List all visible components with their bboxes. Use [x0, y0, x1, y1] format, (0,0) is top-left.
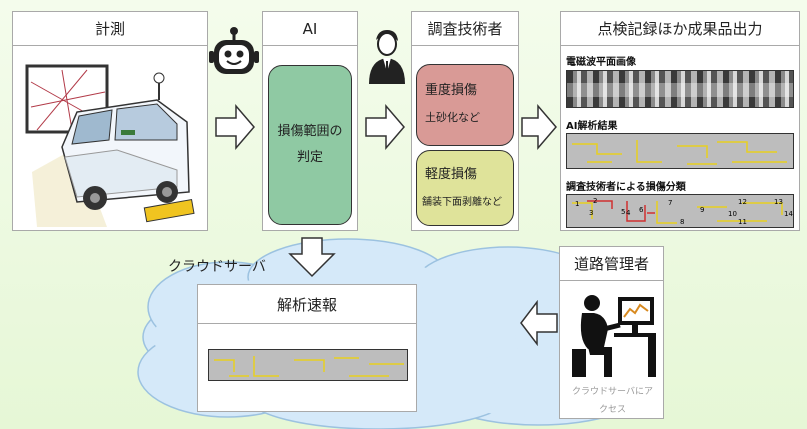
ai-panel: AI 損傷範囲の判定	[262, 11, 358, 231]
region-label: 9	[700, 206, 705, 214]
region-label: 12	[738, 198, 747, 206]
output-title: 点検記録ほか成果品出力	[561, 12, 799, 46]
region-label: 2	[593, 197, 598, 205]
computer-user-illustration	[572, 295, 656, 377]
report-image	[208, 349, 408, 381]
measure-panel: 計測	[12, 11, 208, 231]
light-damage-label: 軽度損傷	[425, 167, 478, 182]
person-icon	[369, 30, 405, 84]
inspector-panel: 調査技術者 重度損傷 土砂化など 軽度損傷 舗装下面剥離など	[411, 11, 519, 231]
measure-title: 計測	[13, 12, 207, 46]
light-damage-pill: 軽度損傷 舗装下面剥離など	[416, 150, 514, 226]
ai-result-caption: AI解析結果	[566, 121, 618, 132]
classification-image	[566, 194, 794, 228]
ai-judgement-text: 損傷範囲の判定	[277, 124, 343, 165]
region-label: 6	[639, 206, 644, 214]
survey-vehicle-illustration	[25, 64, 195, 227]
light-damage-sub: 舗装下面剥離など	[422, 197, 502, 208]
output-panel: 点検記録ほか成果品出力 電磁波平面画像 AI解析結果 調査技術者による損傷分類	[560, 11, 800, 231]
region-label: 13	[774, 198, 783, 206]
ai-result-image	[566, 133, 794, 169]
manager-title: 道路管理者	[560, 247, 663, 281]
region-label: 4	[626, 209, 631, 217]
region-label: 1	[575, 200, 580, 208]
manager-caption: クラウドサーバにアクセス	[572, 387, 653, 415]
region-label: 8	[680, 218, 685, 226]
flow-arrow-2	[365, 104, 405, 150]
report-panel: 解析速報	[197, 284, 417, 412]
flow-arrow-left	[520, 300, 558, 346]
ai-title: AI	[263, 12, 357, 46]
heavy-damage-pill: 重度損傷 土砂化など	[416, 64, 514, 146]
region-label: 14	[784, 210, 793, 218]
flow-arrow-1	[215, 104, 255, 150]
region-label: 5	[621, 208, 626, 216]
gpr-plane-image	[566, 70, 794, 108]
manager-panel: 道路管理者 クラウドサーバにアクセス	[559, 246, 664, 419]
cloud-label: クラウドサーバ	[168, 259, 266, 275]
flow-arrow-3	[521, 104, 557, 150]
heavy-damage-sub: 土砂化など	[425, 111, 480, 124]
robot-icon	[209, 27, 259, 74]
ai-judgement-pill: 損傷範囲の判定	[268, 65, 352, 225]
gpr-image-caption: 電磁波平面画像	[566, 57, 636, 68]
region-label: 10	[728, 210, 737, 218]
inspector-title: 調査技術者	[412, 12, 518, 46]
region-label: 11	[738, 218, 747, 226]
classification-caption: 調査技術者による損傷分類	[566, 182, 686, 193]
heavy-damage-label: 重度損傷	[425, 83, 478, 98]
flow-arrow-down	[288, 237, 336, 278]
region-label: 3	[589, 209, 594, 217]
report-title: 解析速報	[198, 285, 416, 324]
region-label: 7	[668, 199, 673, 207]
